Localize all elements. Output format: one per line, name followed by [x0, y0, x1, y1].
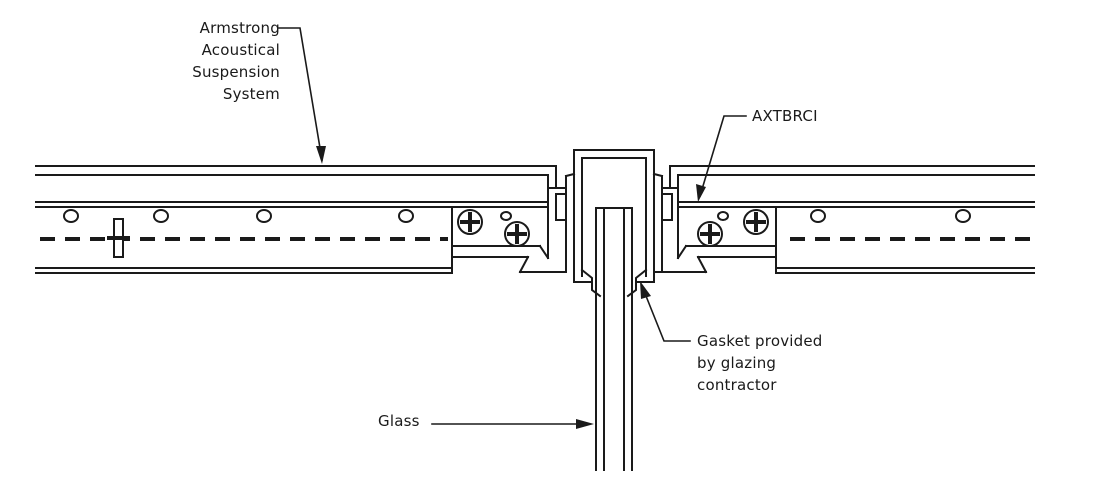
armstrong-label-line: System: [222, 85, 280, 103]
right-axtbrci-bracket: [655, 165, 777, 274]
armstrong-label-line: Suspension: [192, 63, 280, 81]
gasket-label-line: contractor: [697, 376, 777, 394]
armstrong-suspension-label: Armstrong Acoustical Suspension System: [170, 17, 280, 105]
armstrong-label-line: Armstrong: [199, 19, 280, 37]
gasket-label-line: Gasket provided: [697, 332, 823, 350]
right-suspension-channel: [669, 165, 1035, 274]
gasket: [580, 268, 648, 298]
armstrong-label-line: Acoustical: [201, 41, 280, 59]
left-axtbrci-bracket: [451, 165, 567, 274]
leaders: [278, 27, 747, 429]
gasket-label: Gasket provided by glazing contractor: [697, 330, 823, 396]
axtbrci-label: AXTBRCI: [752, 107, 818, 125]
glass-panel: [595, 207, 633, 471]
left-suspension-channel: [35, 165, 557, 274]
gasket-label-line: by glazing: [697, 354, 777, 372]
glass-label: Glass: [378, 412, 420, 430]
glazing-channel: [547, 149, 679, 283]
